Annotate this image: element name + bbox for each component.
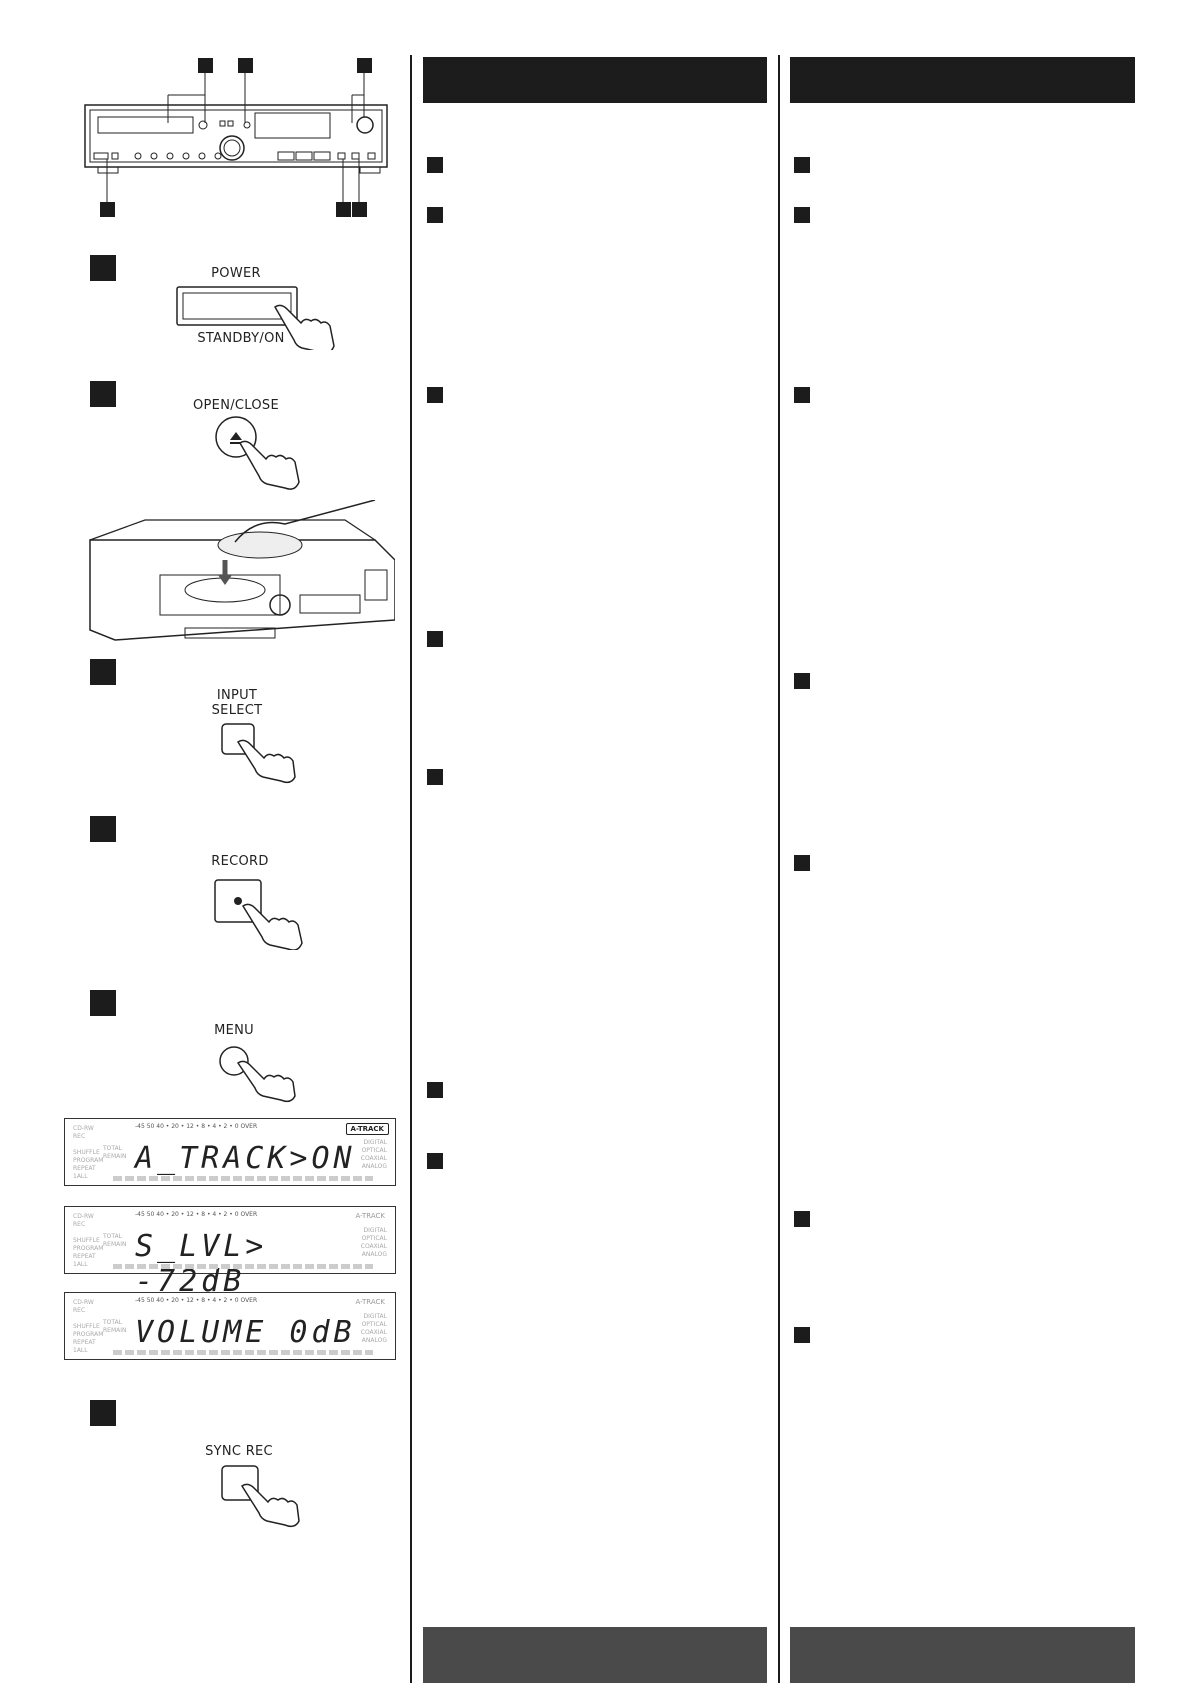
record-button-illustration[interactable]	[213, 878, 313, 951]
step-marker	[794, 157, 810, 173]
step-marker	[794, 387, 810, 403]
a-track-badge: A-TRACK	[345, 1123, 389, 1135]
track-segments	[113, 1264, 373, 1269]
step-marker	[794, 1211, 810, 1227]
step-marker	[90, 1400, 116, 1426]
step-marker	[90, 816, 116, 842]
disc-loading-illustration	[85, 499, 396, 650]
step-marker	[427, 387, 443, 403]
step-marker	[794, 673, 810, 689]
step-marker	[90, 990, 116, 1016]
input-select-label-2: SELECT	[211, 703, 263, 718]
power-button-illustration[interactable]	[175, 285, 355, 354]
step-marker	[427, 157, 443, 173]
column-header-right	[790, 57, 1135, 103]
standby-on-label: STANDBY/ON	[197, 331, 285, 346]
step-marker	[794, 207, 810, 223]
step-marker	[794, 1327, 810, 1343]
level-scale: -45 50 40 • 20 • 12 • 8 • 4 • 2 • 0 OVER	[135, 1211, 258, 1218]
a-track-badge: A-TRACK	[355, 1298, 385, 1306]
column-footer-middle	[423, 1627, 767, 1683]
menu-button-illustration[interactable]	[218, 1045, 308, 1103]
menu-label: MENU	[214, 1023, 254, 1038]
step-marker	[427, 1082, 443, 1098]
level-scale: -45 50 40 • 20 • 12 • 8 • 4 • 2 • 0 OVER	[135, 1297, 258, 1304]
a-track-badge: A-TRACK	[355, 1212, 385, 1220]
sync-rec-label: SYNC REC	[205, 1444, 273, 1459]
track-segments	[113, 1350, 373, 1355]
input-select-label-1: INPUT	[216, 688, 258, 703]
step-marker	[90, 381, 116, 407]
front-panel-diagram	[80, 55, 400, 220]
step-marker	[427, 207, 443, 223]
display-text: A_TRACK>ON	[135, 1141, 356, 1176]
display-text: VOLUME 0dB	[135, 1315, 356, 1350]
step-marker	[90, 255, 116, 281]
step-marker	[90, 659, 116, 685]
step-marker	[427, 769, 443, 785]
column-header-middle	[423, 57, 767, 103]
level-scale: -45 50 40 • 20 • 12 • 8 • 4 • 2 • 0 OVER	[135, 1123, 258, 1130]
step-marker	[427, 631, 443, 647]
power-label: POWER	[211, 266, 261, 281]
record-label: RECORD	[211, 854, 269, 869]
step-marker	[427, 1153, 443, 1169]
input-select-button-illustration[interactable]	[220, 722, 300, 784]
track-segments	[113, 1176, 373, 1181]
column-divider-left	[410, 55, 412, 1683]
open-close-label: OPEN/CLOSE	[193, 398, 279, 413]
open-close-button-illustration[interactable]	[210, 415, 320, 495]
column-footer-right	[790, 1627, 1135, 1683]
sync-rec-button-illustration[interactable]	[220, 1464, 310, 1528]
column-divider-right	[778, 55, 780, 1683]
step-marker	[794, 855, 810, 871]
